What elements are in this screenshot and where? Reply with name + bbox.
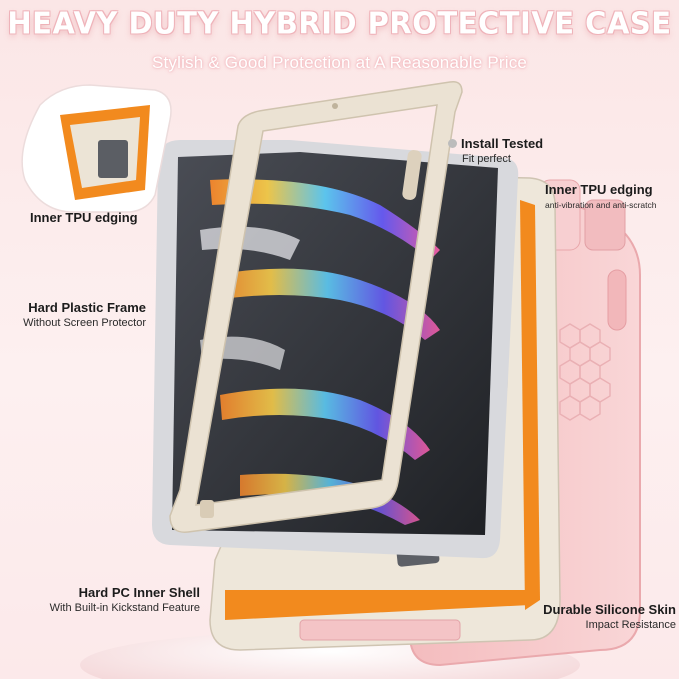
callout-silicone-skin: Durable Silicone Skin Impact Resistance: [520, 602, 676, 632]
callout-hard-plastic-frame: Hard Plastic Frame Without Screen Protec…: [6, 300, 146, 330]
hard-plastic-frame-shape: [169, 80, 463, 533]
callout-title: Durable Silicone Skin: [543, 602, 676, 617]
callout-subtitle: Without Screen Protector: [23, 317, 146, 329]
callout-pc-inner-shell: Hard PC Inner Shell With Built-in Kickst…: [30, 585, 200, 615]
callout-title: Install Tested: [461, 136, 544, 151]
callout-inner-tpu-right: Inner TPU edging anti-vibration and anti…: [545, 182, 657, 212]
callout-subtitle: With Built-in Kickstand Feature: [49, 602, 200, 614]
subheadline: Stylish & Good Protection at A Reasonabl…: [151, 53, 528, 72]
callout-title: Inner TPU edging: [545, 182, 653, 197]
headline: HEAVY DUTY HYBRID PROTECTIVE CASE: [7, 5, 672, 41]
callout-title: Hard PC Inner Shell: [78, 585, 200, 600]
callout-subtitle: anti-vibration and anti-scratch: [545, 200, 657, 210]
callout-title: Inner TPU edging: [30, 210, 138, 225]
callout-subtitle: Fit perfect: [462, 153, 511, 165]
callout-inner-tpu-left: Inner TPU edging: [30, 210, 138, 226]
callout-title-row: Install Tested: [448, 136, 543, 152]
inset-tpu-closeup: [21, 84, 172, 213]
callout-title: Hard Plastic Frame: [28, 300, 146, 315]
bullet-icon: [448, 139, 457, 148]
callout-install-tested: Install Tested Fit perfect: [448, 136, 543, 166]
callout-subtitle: Impact Resistance: [585, 619, 676, 631]
